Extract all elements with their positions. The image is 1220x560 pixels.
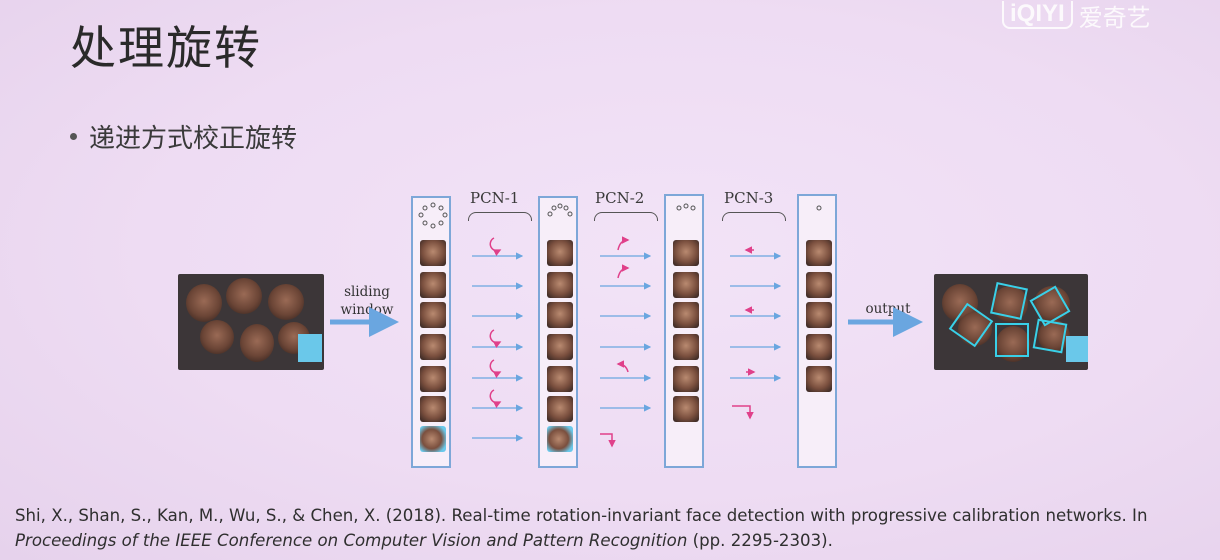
face-thumbnail — [420, 426, 446, 452]
face-thumbnail — [547, 426, 573, 452]
citation-venue: Proceedings of the IEEE Conference on Co… — [15, 531, 688, 550]
slide-title: 处理旋转 — [70, 21, 262, 75]
face-thumbnail — [806, 334, 832, 360]
pcn2-arrows — [600, 252, 652, 412]
face-thumbnail — [420, 334, 446, 360]
brace-pcn2 — [594, 212, 658, 221]
rotate-90-icon — [600, 236, 630, 448]
brace-pcn1 — [468, 212, 532, 221]
face — [200, 320, 234, 354]
face-thumbnail — [420, 396, 446, 422]
pcn3-input-column — [664, 194, 704, 468]
detection-boxes — [948, 282, 1071, 357]
citation: Shi, X., Shan, S., Kan, M., Wu, S., & Ch… — [15, 503, 1215, 553]
pcn2-input-column — [538, 196, 578, 468]
face-thumbnail — [547, 272, 573, 298]
face-thumbnail — [806, 302, 832, 328]
face — [226, 278, 262, 314]
rotate-180-icon — [489, 237, 502, 409]
shirt — [1066, 336, 1088, 362]
face-thumbnail — [806, 240, 832, 266]
pcn1-arrows — [472, 252, 524, 442]
stage-label-pcn1: PCN-1 — [470, 189, 520, 207]
face-thumbnail — [547, 240, 573, 266]
sliding-label: sliding — [344, 284, 390, 300]
face-thumbnail — [547, 334, 573, 360]
face-thumbnail — [673, 366, 699, 392]
input-photo — [178, 274, 324, 370]
shirt — [298, 334, 322, 362]
face-thumbnail — [673, 240, 699, 266]
stage-label-pcn3: PCN-3 — [724, 189, 774, 207]
rotation-dots-icon — [676, 203, 696, 211]
face-thumbnail — [806, 366, 832, 392]
face — [240, 324, 274, 362]
face-thumbnail — [420, 366, 446, 392]
face-thumbnail — [420, 302, 446, 328]
rotation-dots-icon — [816, 205, 822, 211]
face-thumbnail — [420, 272, 446, 298]
pcn1-input-column — [411, 196, 451, 468]
pcn3-arrows — [730, 252, 782, 382]
face-thumbnail — [547, 302, 573, 328]
face-thumbnail — [420, 240, 446, 266]
bullet-item: 递进方式校正旋转 — [70, 118, 297, 155]
rotation-dots-icon — [547, 203, 573, 217]
stage-label-pcn2: PCN-2 — [595, 189, 645, 207]
face-thumbnail — [673, 396, 699, 422]
face-thumbnail — [547, 396, 573, 422]
bullet-dot-icon — [70, 133, 77, 140]
bullet-text: 递进方式校正旋转 — [89, 124, 298, 154]
watermark-text: 爱奇艺 — [1078, 3, 1151, 32]
citation-pages: (pp. 2295-2303). — [687, 531, 833, 550]
brace-pcn3 — [722, 212, 786, 221]
iqiyi-logo-icon: iQIYI — [1002, 1, 1073, 29]
face — [268, 284, 304, 320]
face-thumbnail — [673, 272, 699, 298]
rotation-dots-icon — [418, 202, 448, 229]
watermark-logo: iQIYI 爱奇艺 — [1002, 0, 1151, 32]
face-thumbnail — [673, 302, 699, 328]
citation-authors: Shi, X., Shan, S., Kan, M., Wu, S., & Ch… — [15, 506, 1148, 525]
face — [186, 284, 222, 322]
face-thumbnail — [547, 366, 573, 392]
final-output-column — [797, 194, 837, 468]
face-thumbnail — [673, 334, 699, 360]
face-thumbnail — [806, 272, 832, 298]
output-photo — [934, 274, 1088, 370]
rotate-fine-icon — [732, 246, 756, 420]
